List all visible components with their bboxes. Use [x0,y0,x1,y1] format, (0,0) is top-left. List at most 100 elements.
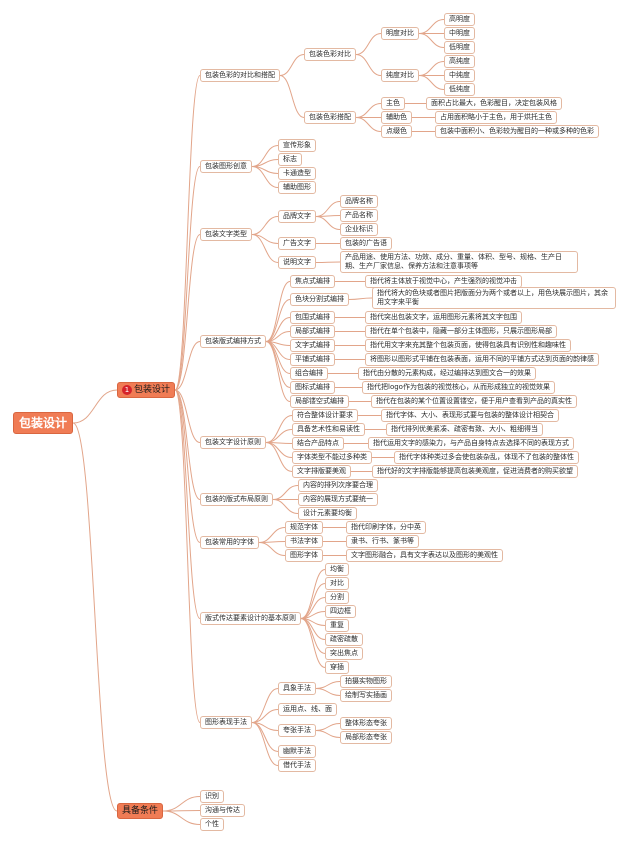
info-text-desc[interactable]: 产品用途、使用方法、功效、成分、重量、体积、型号、规格、生产日期、生产厂家信息、… [340,251,578,273]
principle-5[interactable]: 文字排版要美观 [292,465,351,478]
brand-name[interactable]: 品牌名称 [340,195,378,208]
color-matching[interactable]: 包装色彩搭配 [304,111,356,124]
info-text[interactable]: 说明文字 [278,256,316,269]
basic-7[interactable]: 突出焦点 [325,647,363,660]
layout-m2-desc[interactable]: 指代将大的色块或者图片把版面分为两个或者以上，用色块展示图片，其余用文字来平衡 [372,287,616,309]
graphic-item-3[interactable]: 卡通造型 [278,167,316,180]
brightness-low[interactable]: 低明度 [444,41,475,54]
layout-m1[interactable]: 焦点式编排 [290,275,335,288]
principle-3-desc[interactable]: 指代运用文字的感染力，与产品自身特点去选择不同的表现方式 [368,437,574,450]
principle-5-desc[interactable]: 指代好的文字排版能够提高包装美观度，促进消费者的购买欲望 [372,465,578,478]
font-3[interactable]: 图形字体 [285,549,323,562]
font-1-desc[interactable]: 指代印刷字体，分中英 [346,521,426,534]
layout-rule-1[interactable]: 内容的排列次序要合理 [298,479,378,492]
layout-m6[interactable]: 平铺式编排 [290,353,335,366]
ad-text[interactable]: 广告文字 [278,237,316,250]
branch-requirements[interactable]: 具备条件 [117,803,164,819]
layout-m3[interactable]: 包围式编排 [290,311,335,324]
layout-methods[interactable]: 包装版式编排方式 [200,335,266,348]
principle-3[interactable]: 结合产品特点 [292,437,344,450]
basic-3[interactable]: 分割 [325,591,349,604]
layout-m3-desc[interactable]: 指代突出包装文字，运用图形元素将其文字包围 [365,311,522,324]
layout-m9[interactable]: 局部镂空式编排 [290,395,349,408]
basic-1[interactable]: 均衡 [325,563,349,576]
brightness-high[interactable]: 高明度 [444,13,475,26]
layout-m6-desc[interactable]: 将图形以图形式平铺在包装表面，运用不同的平铺方式达到页面的韵律感 [365,353,599,366]
basic-4[interactable]: 四边框 [325,605,356,618]
layout-m5[interactable]: 文字式编排 [290,339,335,352]
basic-8[interactable]: 穿插 [325,661,349,674]
font-1[interactable]: 规范字体 [285,521,323,534]
graphic-item-2[interactable]: 标志 [278,153,302,166]
graphic-expression[interactable]: 图形表现手法 [200,716,252,729]
principle-4-desc[interactable]: 指代字体种类过多会使包装杂乱，体现不了包装的整体性 [394,451,579,464]
layout-m4-desc[interactable]: 指代在单个包装中，隐藏一部分主体图形，只展示图形局部 [365,325,557,338]
principle-1-desc[interactable]: 指代字体、大小、表现形式要与包装的整体设计相契合 [381,409,559,422]
principle-1[interactable]: 符合整体设计要求 [292,409,358,422]
concrete-method[interactable]: 具象手法 [278,682,316,695]
accent-color-desc[interactable]: 包装中面积小、色彩较为醒目的一种或多种的色彩 [435,125,599,138]
layout-rule-2[interactable]: 内容的展现方式要统一 [298,493,378,506]
layout-m7-desc[interactable]: 指代由分散的元素构成，经过编排达到图文合一的效果 [358,367,536,380]
product-name[interactable]: 产品名称 [340,209,378,222]
text-types[interactable]: 包装文字类型 [200,228,252,241]
main-color-desc[interactable]: 面积占比最大，色彩醒目，决定包装风格 [426,97,562,110]
exaggeration-method[interactable]: 夸张手法 [278,724,316,737]
purity-high[interactable]: 高纯度 [444,55,475,68]
root-node[interactable]: 包装设计 [13,412,74,434]
substitution-method[interactable]: 借代手法 [278,759,316,772]
company-logo[interactable]: 企业标识 [340,223,378,236]
common-fonts[interactable]: 包装常用的字体 [200,536,259,549]
principle-2-desc[interactable]: 指代排列优美紧凑、疏密有致、大小、粗细得当 [386,423,543,436]
basic-6[interactable]: 疏密疏散 [325,633,363,646]
layout-m9-desc[interactable]: 指代在包装的某个位置设置镂空，便于用户查看到产品的真实性 [371,395,577,408]
concrete-2[interactable]: 绘制写实插画 [340,689,392,702]
principle-4[interactable]: 字体类型不能过多种类 [292,451,372,464]
req-1[interactable]: 识别 [200,790,224,803]
basic-5[interactable]: 重复 [325,619,349,632]
font-2-desc[interactable]: 隶书、行书、篆书等 [346,535,419,548]
text-principles[interactable]: 包装文字设计原则 [200,436,266,449]
connector-color-contrast-to-purity-contrast [355,54,382,76]
humor-method[interactable]: 幽默手法 [278,745,316,758]
concrete-1[interactable]: 拍摄实物图形 [340,675,392,688]
connector-layout-principles-to-layout-rule-3 [272,499,299,514]
ad-text-desc[interactable]: 包装的广告语 [340,237,392,250]
accent-color[interactable]: 点缀色 [381,125,412,138]
main-color[interactable]: 主色 [381,97,405,110]
layout-m2[interactable]: 色块分割式编排 [290,293,349,306]
purity-mid[interactable]: 中纯度 [444,69,475,82]
layout-m5-desc[interactable]: 指代用文字来充其整个包装页面，使得包装具有识别性和趣味性 [365,339,571,352]
color-contrast-matching[interactable]: 包装色彩的对比和搭配 [200,69,280,82]
layout-m4[interactable]: 局部式编排 [290,325,335,338]
purity-low[interactable]: 低纯度 [444,83,475,96]
layout-m8-desc[interactable]: 指代把logo作为包装的视觉核心，从而形成独立的视觉效果 [362,381,555,394]
brightness-contrast[interactable]: 明度对比 [381,27,419,40]
layout-rule-3[interactable]: 设计元素要均衡 [298,507,357,520]
basic-2[interactable]: 对比 [325,577,349,590]
basic-principles[interactable]: 版式传达要素设计的基本原则 [200,612,301,625]
req-2[interactable]: 沟通与传达 [200,804,245,817]
connector-info-text-to-info-text-desc [315,261,341,263]
req-3[interactable]: 个性 [200,818,224,831]
brand-text[interactable]: 品牌文字 [278,210,316,223]
graphic-item-4[interactable]: 辅助图形 [278,181,316,194]
aux-color-desc[interactable]: 占用面积略小于主色，用于烘托主色 [435,111,557,124]
color-contrast[interactable]: 包装色彩对比 [304,48,356,61]
exag-1[interactable]: 整体形态夸张 [340,717,392,730]
dot-line-surface[interactable]: 运用点、线、面 [278,703,337,716]
principle-2[interactable]: 具备艺术性和易读性 [292,423,365,436]
purity-contrast[interactable]: 纯度对比 [381,69,419,82]
brightness-mid[interactable]: 中明度 [444,27,475,40]
graphic-item-1[interactable]: 宣传形象 [278,139,316,152]
aux-color[interactable]: 辅助色 [381,111,412,124]
exag-2[interactable]: 局部形态夸张 [340,731,392,744]
font-2[interactable]: 书法字体 [285,535,323,548]
graphic-creative[interactable]: 包装图形创意 [200,160,252,173]
layout-principles[interactable]: 包装的版式布局原则 [200,493,273,506]
connector-layout-methods-to-layout-m7 [265,341,291,374]
font-3-desc[interactable]: 文字图形融合，具有文字表达以及图形的美观性 [346,549,503,562]
layout-m8[interactable]: 图标式编排 [290,381,335,394]
layout-m7[interactable]: 组合编排 [290,367,328,380]
